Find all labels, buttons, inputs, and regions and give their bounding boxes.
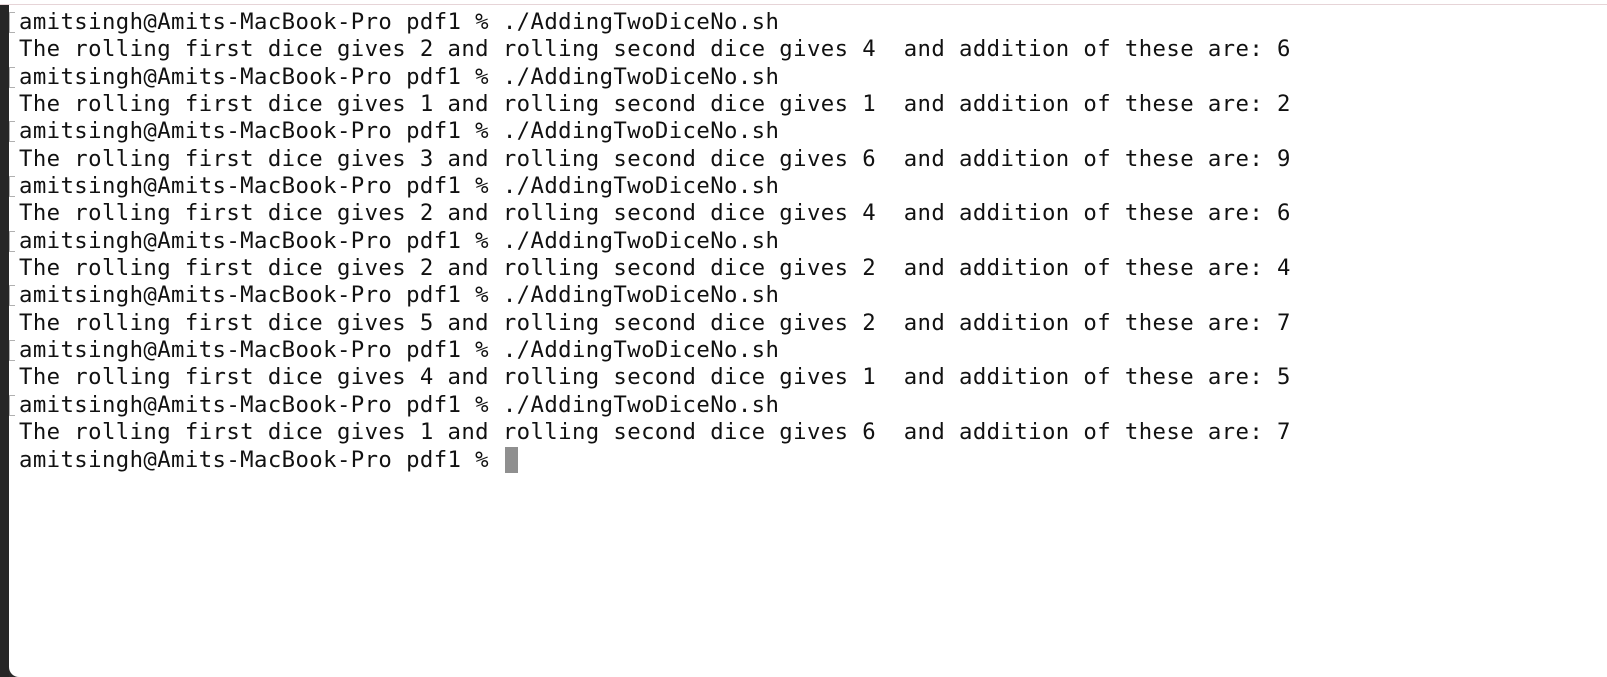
text-cursor xyxy=(504,446,518,473)
terminal-run: amitsingh@Amits-MacBook-Pro pdf1 % ./Add… xyxy=(9,64,1607,119)
command-mark-icon xyxy=(9,394,15,416)
shell-prompt: amitsingh@Amits-MacBook-Pro pdf1 % xyxy=(19,391,490,418)
command-line: amitsingh@Amits-MacBook-Pro pdf1 % ./Add… xyxy=(19,337,779,364)
command-text: ./AddingTwoDiceNo.sh xyxy=(502,391,780,418)
command-line: amitsingh@Amits-MacBook-Pro pdf1 % xyxy=(19,446,518,474)
command-output: The rolling first dice gives 2 and rolli… xyxy=(19,200,1291,227)
command-output: The rolling first dice gives 1 and rolli… xyxy=(19,419,1291,446)
terminal-run: amitsingh@Amits-MacBook-Pro pdf1 % ./Add… xyxy=(9,173,1607,228)
shell-prompt: amitsingh@Amits-MacBook-Pro pdf1 % xyxy=(19,446,490,473)
shell-prompt: amitsingh@Amits-MacBook-Pro pdf1 % xyxy=(19,118,490,145)
command-line: amitsingh@Amits-MacBook-Pro pdf1 % ./Add… xyxy=(19,173,779,200)
terminal-run: amitsingh@Amits-MacBook-Pro pdf1 % ./Add… xyxy=(9,118,1607,173)
command-mark-icon xyxy=(9,121,15,143)
command-output: The rolling first dice gives 5 and rolli… xyxy=(19,309,1291,336)
command-output: The rolling first dice gives 1 and rolli… xyxy=(19,90,1291,117)
terminal-window[interactable]: amitsingh@Amits-MacBook-Pro pdf1 % ./Add… xyxy=(9,5,1607,677)
command-text: ./AddingTwoDiceNo.sh xyxy=(502,337,780,364)
command-mark-icon xyxy=(9,12,15,33)
command-text: ./AddingTwoDiceNo.sh xyxy=(502,118,780,145)
terminal-run: amitsingh@Amits-MacBook-Pro pdf1 % ./Add… xyxy=(9,9,1607,64)
command-text: ./AddingTwoDiceNo.sh xyxy=(502,173,780,200)
command-line: amitsingh@Amits-MacBook-Pro pdf1 % ./Add… xyxy=(19,392,779,419)
command-line: amitsingh@Amits-MacBook-Pro pdf1 % ./Add… xyxy=(19,9,779,36)
terminal-run: amitsingh@Amits-MacBook-Pro pdf1 % ./Add… xyxy=(9,337,1607,392)
command-line: amitsingh@Amits-MacBook-Pro pdf1 % ./Add… xyxy=(19,64,779,91)
shell-prompt: amitsingh@Amits-MacBook-Pro pdf1 % xyxy=(19,63,490,90)
command-line: amitsingh@Amits-MacBook-Pro pdf1 % ./Add… xyxy=(19,228,779,255)
command-mark-icon xyxy=(9,340,15,362)
command-text: ./AddingTwoDiceNo.sh xyxy=(502,282,780,309)
command-output: The rolling first dice gives 2 and rolli… xyxy=(19,36,1291,63)
command-text: ./AddingTwoDiceNo.sh xyxy=(502,63,780,90)
terminal-run: amitsingh@Amits-MacBook-Pro pdf1 % ./Add… xyxy=(9,228,1607,283)
command-text: ./AddingTwoDiceNo.sh xyxy=(502,9,780,35)
window-left-edge xyxy=(0,5,9,677)
command-output: The rolling first dice gives 3 and rolli… xyxy=(19,145,1291,172)
shell-prompt: amitsingh@Amits-MacBook-Pro pdf1 % xyxy=(19,227,490,254)
command-mark-icon xyxy=(9,66,15,88)
shell-prompt: amitsingh@Amits-MacBook-Pro pdf1 % xyxy=(19,282,490,309)
shell-prompt: amitsingh@Amits-MacBook-Pro pdf1 % xyxy=(19,9,490,35)
command-mark-icon xyxy=(9,285,15,307)
command-text: ./AddingTwoDiceNo.sh xyxy=(502,227,780,254)
terminal-run: amitsingh@Amits-MacBook-Pro pdf1 % ./Add… xyxy=(9,392,1607,447)
command-mark-icon xyxy=(9,176,15,198)
command-mark-icon xyxy=(9,230,15,252)
shell-prompt: amitsingh@Amits-MacBook-Pro pdf1 % xyxy=(19,337,490,364)
command-output: The rolling first dice gives 4 and rolli… xyxy=(19,364,1291,391)
terminal-run: amitsingh@Amits-MacBook-Pro pdf1 % ./Add… xyxy=(9,282,1607,337)
current-prompt-line[interactable]: amitsingh@Amits-MacBook-Pro pdf1 % xyxy=(9,446,1607,475)
terminal-output[interactable]: amitsingh@Amits-MacBook-Pro pdf1 % ./Add… xyxy=(9,9,1607,475)
command-line: amitsingh@Amits-MacBook-Pro pdf1 % ./Add… xyxy=(19,118,779,145)
command-line: amitsingh@Amits-MacBook-Pro pdf1 % ./Add… xyxy=(19,282,779,309)
command-output: The rolling first dice gives 2 and rolli… xyxy=(19,255,1291,282)
window-top-edge xyxy=(0,0,1607,5)
shell-prompt: amitsingh@Amits-MacBook-Pro pdf1 % xyxy=(19,173,490,200)
